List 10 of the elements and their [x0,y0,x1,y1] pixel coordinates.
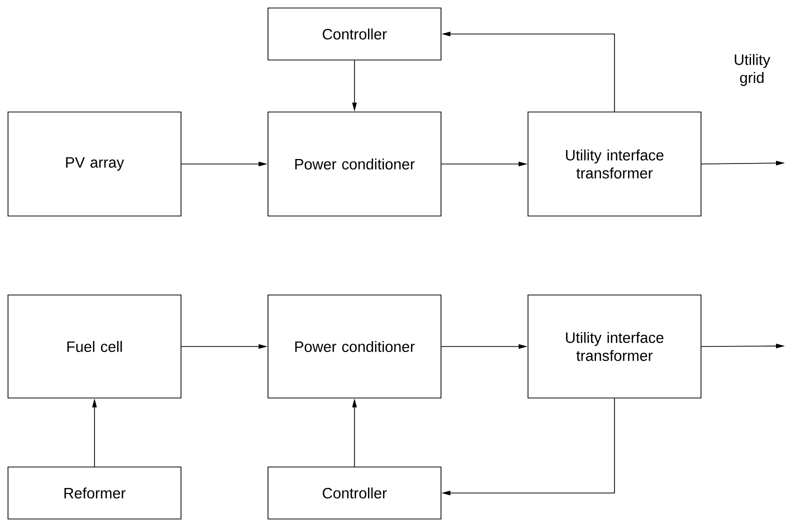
block-box: Utility interface transformer [528,112,702,216]
block-box: Utility interface transformer [528,294,702,398]
block-box: Controller [268,466,442,520]
block-box: PV array [8,112,182,216]
block-box: Controller [268,8,442,60]
block-box: Power conditioner [268,112,442,216]
block-box: Power conditioner [268,294,442,398]
block-box: Reformer [8,466,182,520]
text-label: Utility grid [734,54,770,86]
block-box: Fuel cell [8,294,182,398]
